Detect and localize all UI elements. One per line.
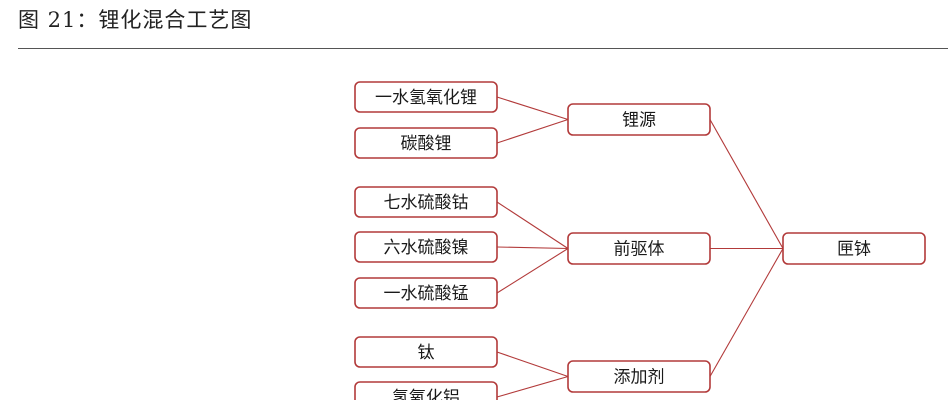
edge-li2co3-to-li_source bbox=[496, 118, 569, 144]
node-label-aloh: 氢氧化铝 bbox=[392, 388, 460, 400]
edge-coso4-to-precursor bbox=[496, 201, 569, 249]
edges bbox=[496, 96, 784, 398]
node-label-niso4: 六水硫酸镍 bbox=[384, 238, 469, 258]
node-label-li_source: 锂源 bbox=[622, 111, 656, 131]
edge-niso4-to-precursor bbox=[496, 246, 569, 250]
node-niso4: 六水硫酸镍 bbox=[354, 231, 498, 263]
node-ti: 钛 bbox=[354, 336, 498, 368]
node-li_source: 锂源 bbox=[567, 103, 711, 136]
node-box-ti bbox=[354, 336, 498, 368]
edge-additive-to-product bbox=[709, 248, 784, 377]
title-rule bbox=[18, 48, 948, 49]
node-box-precursor bbox=[567, 232, 711, 265]
node-box-product bbox=[782, 232, 926, 265]
node-mnso4: 一水硫酸锰 bbox=[354, 277, 498, 309]
node-box-lioh bbox=[354, 81, 498, 113]
node-label-coso4: 七水硫酸钴 bbox=[384, 193, 469, 213]
node-label-precursor: 前驱体 bbox=[614, 240, 665, 260]
node-box-li_source bbox=[567, 103, 711, 136]
node-box-additive bbox=[567, 360, 711, 393]
edge-aloh-to-additive bbox=[496, 375, 569, 398]
node-product: 匣钵 bbox=[782, 232, 926, 265]
node-lioh: 一水氢氧化锂 bbox=[354, 81, 498, 113]
node-box-li2co3 bbox=[354, 127, 498, 159]
node-label-lioh: 一水氢氧化锂 bbox=[375, 88, 477, 108]
node-precursor: 前驱体 bbox=[567, 232, 711, 265]
node-li2co3: 碳酸锂 bbox=[354, 127, 498, 159]
node-label-additive: 添加剂 bbox=[614, 368, 665, 388]
edge-ti-to-additive bbox=[496, 351, 569, 378]
node-label-product: 匣钵 bbox=[837, 240, 871, 260]
edge-mnso4-to-precursor bbox=[496, 248, 569, 294]
node-box-mnso4 bbox=[354, 277, 498, 309]
node-label-li2co3: 碳酸锂 bbox=[401, 134, 452, 154]
node-box-aloh bbox=[354, 381, 498, 400]
node-box-coso4 bbox=[354, 186, 498, 218]
node-label-ti: 钛 bbox=[418, 343, 435, 363]
node-label-mnso4: 一水硫酸锰 bbox=[384, 284, 469, 304]
node-box-niso4 bbox=[354, 231, 498, 263]
node-additive: 添加剂 bbox=[567, 360, 711, 393]
node-coso4: 七水硫酸钴 bbox=[354, 186, 498, 218]
node-aloh: 氢氧化铝 bbox=[354, 381, 498, 400]
figure-title: 图 21：锂化混合工艺图 bbox=[18, 8, 253, 32]
edge-li_source-to-product bbox=[709, 119, 784, 249]
edge-lioh-to-li_source bbox=[496, 96, 569, 121]
